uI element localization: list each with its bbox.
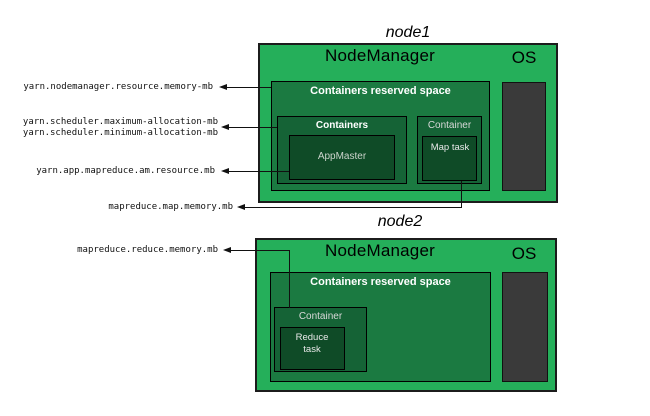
node1-appmaster-box (289, 135, 395, 180)
node1-map-task-label: Map task (430, 142, 470, 153)
node2-container-label: Container (298, 311, 343, 322)
config-label-map-memory: mapreduce.map.memory.mb (108, 202, 233, 212)
arrowhead-scheduler-allocation (221, 124, 229, 130)
node2-os-block (502, 272, 548, 382)
config-label-scheduler-max: yarn.scheduler.maximum-allocation-mb (22, 117, 218, 127)
node1-appmaster-label: AppMaster (317, 151, 367, 162)
arrow-line-reduce-memory-horizontal (231, 250, 290, 251)
arrow-line-nodemanager-memory (227, 87, 271, 88)
node1-nodemanager-label: NodeManager (325, 46, 435, 65)
node2-reserved-space-label: Containers reserved space (310, 276, 451, 288)
node1-containers-label: Containers (315, 120, 369, 131)
node2-nodemanager-label: NodeManager (325, 241, 435, 260)
node2-os-label: OS (511, 244, 537, 263)
node2-reduce-task-box (280, 327, 345, 370)
config-label-am-resource: yarn.app.mapreduce.am.resource.mb (36, 166, 215, 176)
node2-reduce-task-label: Reduce task (295, 332, 329, 355)
node1-title: node1 (385, 24, 431, 41)
config-label-reduce-memory: mapreduce.reduce.memory.mb (77, 245, 218, 255)
arrow-line-am-resource (229, 171, 289, 172)
arrowhead-reduce-memory (223, 247, 231, 253)
arrowhead-map-memory (237, 204, 245, 210)
node1-container-label: Container (427, 120, 472, 131)
arrow-line-reduce-memory-vertical (289, 250, 290, 308)
config-label-nodemanager-memory: yarn.nodemanager.resource.memory-mb (23, 82, 213, 92)
node1-os-block (502, 82, 546, 191)
node1-os-label: OS (511, 48, 537, 67)
arrowhead-nodemanager-memory (219, 84, 227, 90)
node1-map-task-box (422, 136, 477, 181)
arrowhead-am-resource (221, 168, 229, 174)
arrow-line-map-memory-vertical (461, 181, 462, 208)
arrow-line-scheduler-allocation (229, 127, 277, 128)
node1-reserved-space-label: Containers reserved space (310, 85, 451, 97)
config-label-scheduler-min: yarn.scheduler.minimum-allocation-mb (22, 128, 218, 138)
arrow-line-map-memory-horizontal (245, 207, 462, 208)
node2-title: node2 (377, 213, 423, 230)
